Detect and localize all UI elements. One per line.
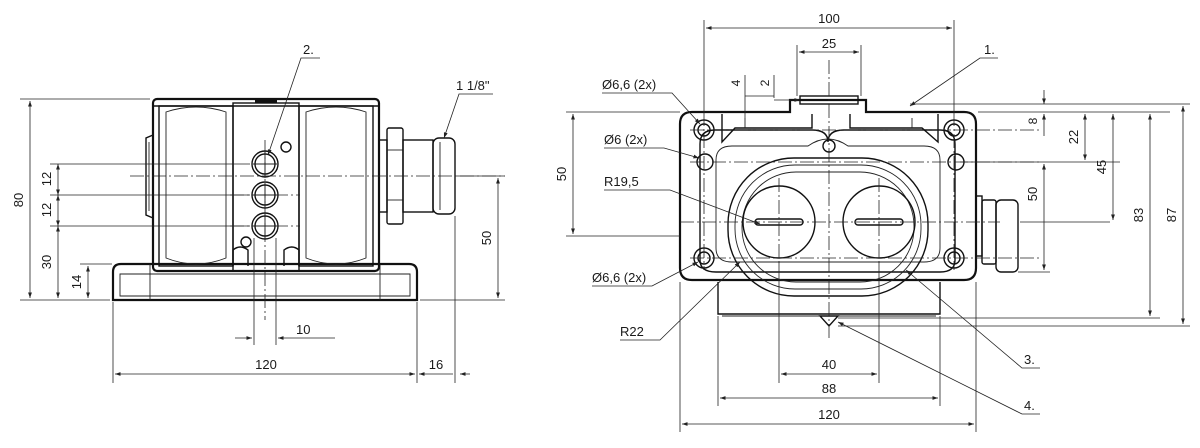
side-dim-thread: 1 1/8": [456, 78, 490, 93]
side-dim-gland-length: 16: [429, 357, 443, 372]
front-dim-width-bottom: 120: [818, 407, 840, 422]
side-extension-lines: [20, 98, 505, 383]
front-leaders: [592, 57, 1040, 415]
front-dim-45: 45: [1094, 160, 1109, 174]
front-dim-width-top: 100: [818, 11, 840, 26]
front-housing: [678, 95, 978, 317]
front-dim-50-left: 50: [554, 167, 569, 181]
front-label-radius-19-5: R19,5: [604, 174, 639, 189]
side-dim-base-height: 30: [39, 255, 54, 269]
side-dim-pitch-lower: 12: [39, 203, 54, 217]
front-dim-slot-width: 25: [822, 36, 836, 51]
side-dim-hole-dia: 10: [296, 322, 310, 337]
front-dim-87: 87: [1164, 208, 1179, 222]
front-dim-recess-4: 4: [729, 79, 743, 86]
front-dim-50-right: 50: [1025, 187, 1040, 201]
side-dim-foot-height: 14: [69, 275, 84, 289]
front-dim-83: 83: [1131, 208, 1146, 222]
front-cable-gland: [975, 195, 1019, 273]
side-dimension-lines: [28, 101, 500, 376]
side-housing: [145, 97, 381, 273]
front-label-hole-top: Ø6,6 (2x): [602, 77, 656, 92]
side-dim-width: 120: [255, 357, 277, 372]
side-view: 80 12 12 30 14 50 120 16 10 1 1/8" 2.: [11, 42, 505, 383]
side-dim-pitch-upper: 12: [39, 172, 54, 186]
front-dim-22: 22: [1066, 130, 1081, 144]
side-leaders: [267, 57, 493, 156]
front-callout-1: 1.: [984, 42, 995, 57]
front-view: 100 25 4 2 8 22 45 50 83 87 50 40 88 120…: [554, 11, 1190, 432]
side-dim-height: 80: [11, 193, 26, 207]
side-item-callout: 2.: [303, 42, 314, 57]
front-label-radius-22: R22: [620, 324, 644, 339]
front-dim-8: 8: [1026, 117, 1040, 124]
front-dimension-lines: [571, 26, 1185, 426]
front-label-hole-mid: Ø6 (2x): [604, 132, 647, 147]
front-callout-4: 4.: [1024, 398, 1035, 413]
front-callout-3: 3.: [1024, 352, 1035, 367]
front-dim-88: 88: [822, 381, 836, 396]
side-dim-centre-height: 50: [479, 231, 494, 245]
front-dim-button-pitch: 40: [822, 357, 836, 372]
front-extension-lines: [566, 20, 1190, 432]
side-base-plate: [111, 262, 419, 302]
front-label-hole-bottom: Ø6,6 (2x): [592, 270, 646, 285]
side-holes: [240, 141, 292, 248]
front-dim-recess-2: 2: [758, 79, 772, 86]
